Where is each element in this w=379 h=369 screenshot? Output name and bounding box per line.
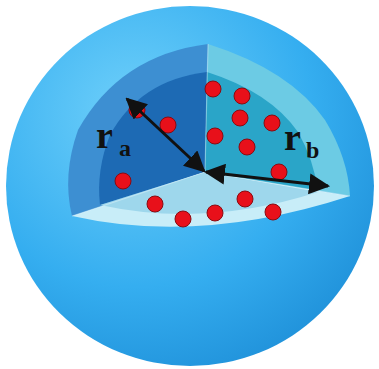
radius-symbol: r	[96, 116, 113, 154]
radius-a-arrow	[127, 99, 204, 171]
particles	[115, 81, 287, 227]
radius-subscript: a	[119, 136, 131, 160]
cut-edges	[72, 44, 350, 216]
floor-shell	[72, 172, 350, 227]
radius-subscript: b	[306, 138, 319, 162]
outer-sphere	[6, 6, 374, 366]
radius-b-arrow	[206, 172, 328, 186]
radius-symbol: r	[284, 118, 301, 156]
right-face-shell	[205, 44, 350, 196]
